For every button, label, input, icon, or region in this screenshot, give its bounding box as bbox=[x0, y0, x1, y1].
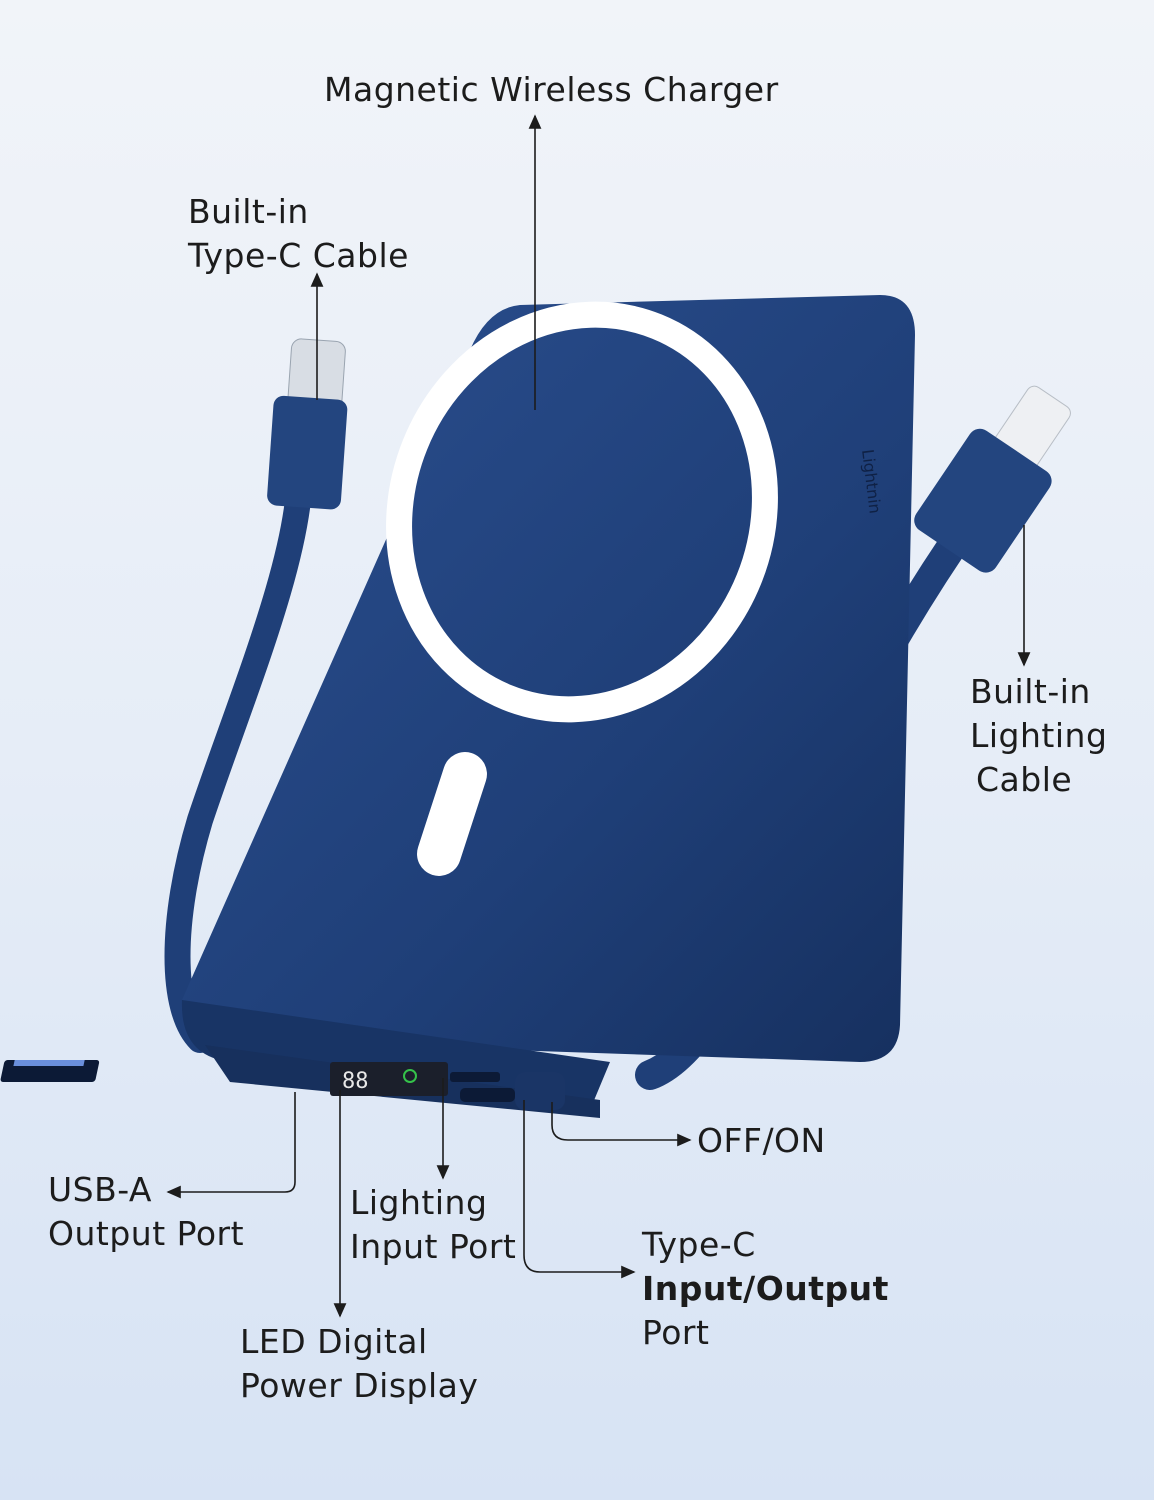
label-line: Built-in bbox=[970, 672, 1091, 711]
label-line: Cable bbox=[976, 760, 1073, 799]
label-off-on: OFF/ON bbox=[697, 1121, 826, 1160]
label-line: Built-in bbox=[188, 192, 309, 231]
leader-lines bbox=[166, 114, 1031, 1318]
label-lightning-cable: Built-in Lighting Cable bbox=[970, 670, 1107, 802]
device-bottom-edge bbox=[181, 1000, 610, 1110]
lightning-connector bbox=[914, 385, 1071, 573]
device-body bbox=[181, 295, 915, 1062]
label-line: Lighting bbox=[970, 716, 1108, 755]
typec-connector bbox=[267, 338, 348, 510]
label-magnetic-wireless-charger: Magnetic Wireless Charger bbox=[324, 70, 779, 109]
leader-typec-port bbox=[523, 1100, 636, 1279]
label-typec-port: Type-C Input/Output Port bbox=[642, 1223, 889, 1355]
power-button bbox=[515, 1072, 565, 1110]
label-line: Input Port bbox=[350, 1227, 517, 1266]
label-line: Type-C bbox=[642, 1225, 756, 1264]
typec-cable bbox=[164, 457, 313, 1053]
label-line: Type-C Cable bbox=[188, 236, 409, 275]
label-line: Power Display bbox=[240, 1366, 479, 1405]
led-digits: 88 bbox=[342, 1069, 369, 1094]
label-typec-cable: Built-in Type-C Cable bbox=[188, 190, 409, 278]
label-lightning-input: Lighting Input Port bbox=[350, 1181, 516, 1269]
leader-off-on bbox=[551, 1102, 692, 1147]
label-led-display: LED Digital Power Display bbox=[240, 1320, 478, 1408]
label-line: Output Port bbox=[48, 1214, 245, 1253]
typec-port bbox=[460, 1088, 515, 1102]
label-line: Port bbox=[642, 1313, 710, 1352]
alignment-pill bbox=[417, 752, 487, 876]
lightning-input-port bbox=[450, 1072, 500, 1082]
label-line: LED Digital bbox=[240, 1322, 428, 1361]
label-line: Lighting bbox=[350, 1183, 488, 1222]
led-display bbox=[330, 1062, 448, 1096]
label-line: Input/Output bbox=[642, 1269, 889, 1308]
label-line: USB-A bbox=[48, 1170, 152, 1209]
leader-usba bbox=[166, 1092, 296, 1199]
magnetic-ring bbox=[386, 301, 778, 723]
label-usba-output: USB-A Output Port bbox=[48, 1168, 244, 1256]
